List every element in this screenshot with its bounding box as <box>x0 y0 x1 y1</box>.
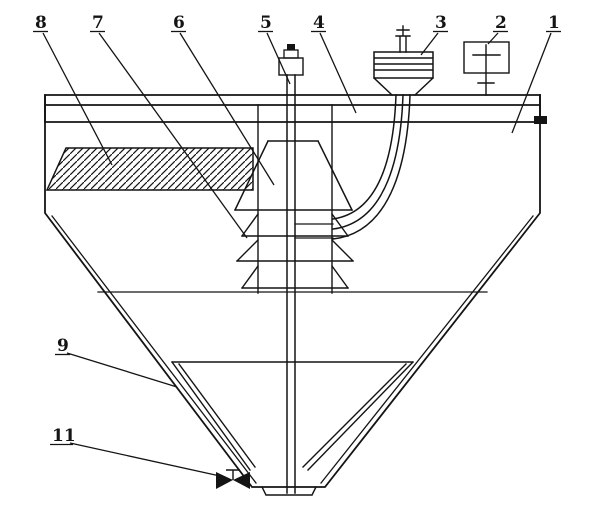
part-number-11: 11 <box>52 426 76 446</box>
part-number-8: 8 <box>35 13 47 33</box>
tank-shell-inner <box>51 215 534 484</box>
part-label-2: 2 <box>487 13 508 45</box>
leader-line <box>266 32 291 85</box>
part-label-8: 8 <box>33 13 113 166</box>
drive-shaft <box>286 74 296 494</box>
reagent-tank-details <box>472 44 501 96</box>
valve-stem <box>226 469 240 480</box>
part-number-2: 2 <box>495 13 507 33</box>
drive-unit-body <box>372 51 435 97</box>
part-number-4: 4 <box>313 13 325 33</box>
part-number-5: 5 <box>260 13 272 33</box>
wall-fitting <box>534 116 547 124</box>
part-number-1: 1 <box>548 13 560 33</box>
tank-shell-outer <box>44 94 541 488</box>
deck-platform <box>44 94 541 123</box>
part-number-3: 3 <box>435 13 447 33</box>
leader-line <box>487 32 499 45</box>
feed-pipe-inlet <box>294 223 334 239</box>
drive-unit-shaft <box>395 25 411 53</box>
scraper-panel <box>45 147 254 191</box>
part-labels: 8 7 6 5 4 3 2 <box>33 13 561 477</box>
shaft-cap <box>283 49 299 59</box>
leader-line <box>511 32 552 134</box>
part-label-3: 3 <box>420 13 448 56</box>
part-label-7: 7 <box>90 13 248 239</box>
discharge-valve <box>216 469 250 489</box>
part-number-6: 6 <box>173 13 185 33</box>
part-label-11: 11 <box>50 426 221 477</box>
leader-line <box>319 32 357 114</box>
leader-line <box>420 32 439 56</box>
part-label-1: 1 <box>511 13 561 134</box>
tank-structure-group <box>44 25 541 496</box>
feed-pipe <box>332 94 411 240</box>
discharge-boot <box>261 486 317 496</box>
leader-line <box>66 352 178 388</box>
part-label-6: 6 <box>171 13 275 186</box>
leader-line <box>69 442 221 477</box>
leader-line <box>98 32 248 239</box>
part-number-7: 7 <box>92 13 104 33</box>
reagent-tank <box>463 41 510 96</box>
inner-cone <box>171 361 414 471</box>
valve-right-wedge <box>233 472 250 489</box>
leader-line <box>42 32 113 166</box>
part-label-5: 5 <box>258 13 291 85</box>
leader-line <box>179 32 275 186</box>
part-label-9: 9 <box>55 336 178 388</box>
part-number-9: 9 <box>57 336 69 356</box>
valve-left-wedge <box>216 472 233 489</box>
part-label-4: 4 <box>311 13 357 114</box>
shaft-finial <box>287 44 295 50</box>
